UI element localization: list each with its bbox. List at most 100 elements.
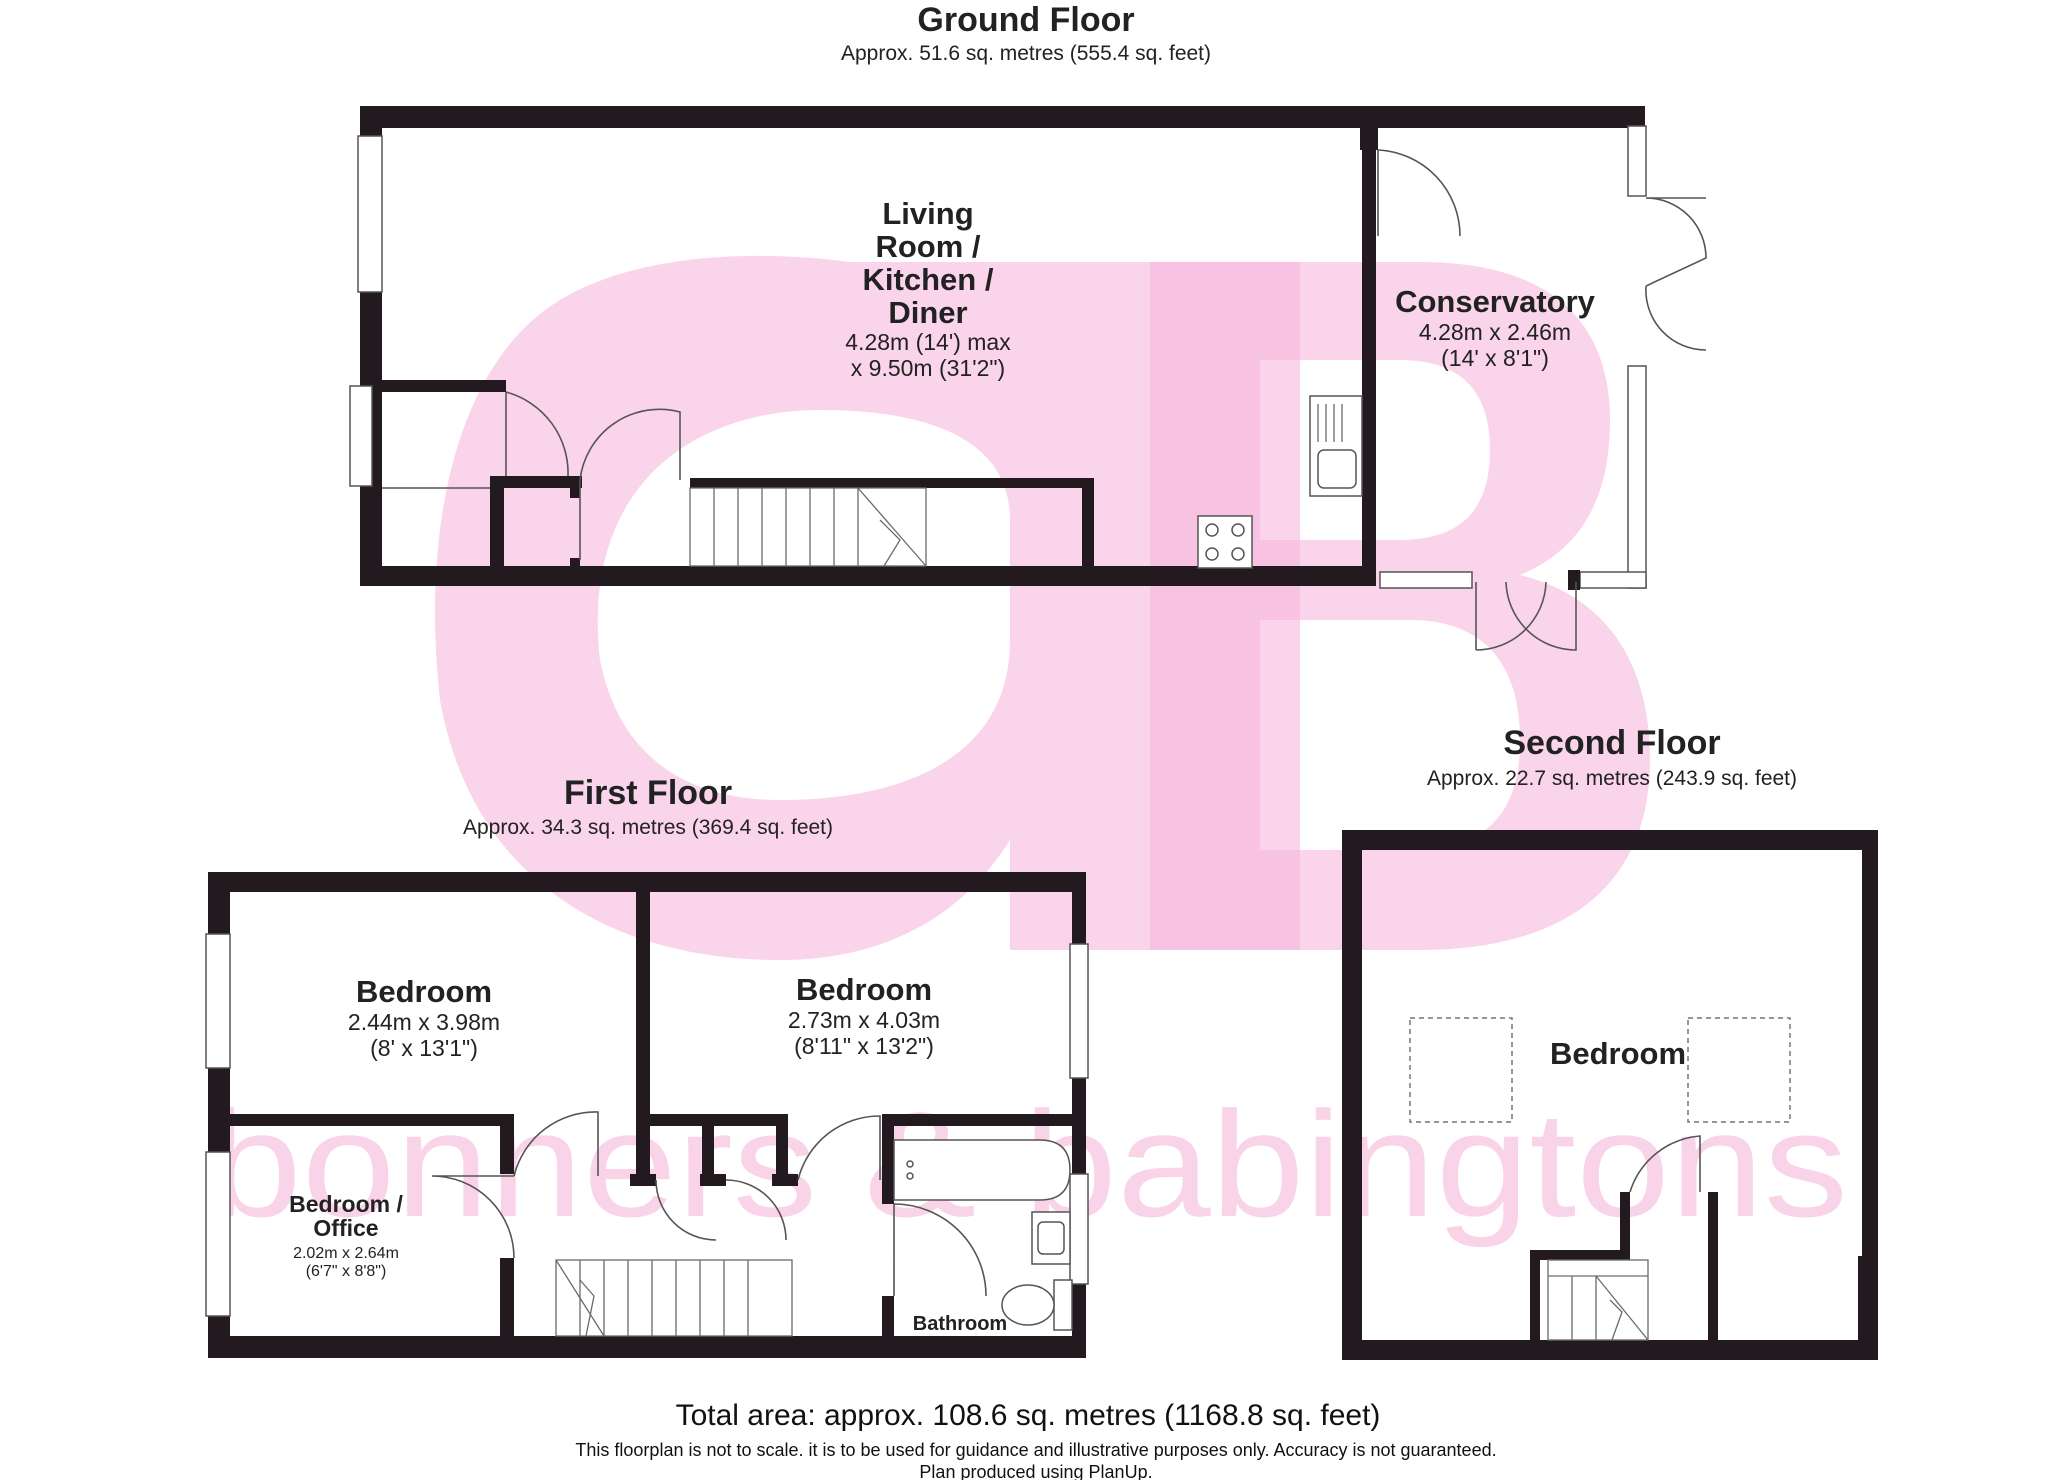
living-room-dimensions: x 9.50m (31'2") <box>851 355 1005 381</box>
wall <box>230 1114 514 1126</box>
bedroom-left-dimensions: (8' x 13'1") <box>370 1035 478 1061</box>
second-floor-title: Second Floor <box>1503 724 1720 762</box>
wall <box>1082 478 1094 576</box>
living-room-dimensions: 4.28m (14') max <box>845 329 1011 355</box>
wall <box>1362 128 1376 586</box>
plan-credit: Plan produced using PlanUp. <box>919 1462 1152 1480</box>
wall <box>500 1114 514 1174</box>
ground-floor-title: Ground Floor <box>917 1 1134 39</box>
living-room-name-line: Living <box>882 196 973 231</box>
wall <box>1858 1256 1878 1360</box>
window <box>1627 365 1647 589</box>
window <box>1069 1173 1089 1285</box>
wall <box>1342 1256 1362 1360</box>
living-room-name-line: Room / <box>875 229 980 264</box>
wall <box>1342 830 1878 850</box>
door-swing <box>893 1203 987 1297</box>
door-swing <box>1629 1135 1701 1193</box>
wall <box>882 1296 894 1338</box>
first-floor-area: Approx. 34.3 sq. metres (369.4 sq. feet) <box>463 816 833 839</box>
window <box>1379 571 1473 589</box>
toilet <box>1001 1279 1073 1331</box>
door-swing <box>579 408 681 560</box>
wall <box>208 1336 1084 1358</box>
living-room-name-line: Kitchen / <box>863 262 994 297</box>
door-swing <box>505 391 569 477</box>
wall <box>208 872 1084 892</box>
wall <box>776 1126 788 1184</box>
first-staircase <box>555 1259 793 1337</box>
door-swing <box>725 1179 787 1241</box>
wall <box>570 558 580 570</box>
wall <box>360 106 1645 128</box>
watermark-letter-a <box>435 255 1300 960</box>
bath <box>893 1139 1071 1201</box>
bedroom-right-name: Bedroom <box>796 972 932 1007</box>
conservatory-dimensions: 4.28m x 2.46m <box>1419 319 1571 345</box>
wall <box>882 1114 894 1204</box>
window <box>357 135 383 293</box>
second-bedroom-name: Bedroom <box>1550 1036 1686 1071</box>
door-swing <box>1475 581 1547 651</box>
second-floor-plan <box>1342 830 1878 1360</box>
conservatory-name: Conservatory <box>1395 284 1596 319</box>
bedroom-right-dimensions: 2.73m x 4.03m <box>788 1007 940 1033</box>
conservatory-dimensions: (14' x 8'1") <box>1441 345 1549 371</box>
window <box>1579 571 1647 589</box>
wall <box>570 488 580 498</box>
wall <box>382 380 506 392</box>
door-swing <box>1377 149 1461 237</box>
window <box>1069 943 1089 1079</box>
window <box>205 933 231 1069</box>
wall <box>636 892 650 1184</box>
wall <box>650 1114 788 1126</box>
first-floor-title: First Floor <box>564 774 732 812</box>
disclaimer: This floorplan is not to scale. it is to… <box>575 1440 1496 1460</box>
wall <box>1862 830 1878 1360</box>
basin <box>1031 1211 1071 1265</box>
wall <box>772 1174 798 1186</box>
wall <box>1530 1250 1630 1260</box>
wall <box>1342 1340 1878 1360</box>
hob <box>1197 515 1253 569</box>
door-swing <box>1505 581 1577 651</box>
sink <box>1309 395 1363 497</box>
wall <box>690 478 1092 488</box>
wall <box>360 566 1370 586</box>
first-floor-plan <box>205 872 1089 1358</box>
wall <box>882 1114 1072 1126</box>
wall <box>630 1174 656 1186</box>
window <box>205 1151 231 1317</box>
french-doors <box>1645 197 1707 351</box>
watermark-letter-b <box>1150 262 1650 950</box>
door-swing <box>513 1111 599 1177</box>
wall <box>702 1126 714 1184</box>
ground-floor-plan <box>349 106 1707 651</box>
ground-floor-area: Approx. 51.6 sq. metres (555.4 sq. feet) <box>841 42 1211 65</box>
total-area: Total area: approx. 108.6 sq. metres (11… <box>676 1399 1381 1432</box>
office-name-line: Office <box>313 1215 378 1241</box>
watermark-logo: bonners & babingtons <box>208 255 1848 1248</box>
door-swing <box>655 1179 717 1241</box>
wall <box>1530 1250 1540 1340</box>
bathroom-name: Bathroom <box>913 1313 1007 1335</box>
window <box>349 385 373 487</box>
wall <box>490 476 582 488</box>
wall <box>1620 1192 1630 1260</box>
wall <box>500 1258 514 1338</box>
wall <box>1568 570 1580 590</box>
wall <box>1708 1192 1718 1340</box>
wall <box>1342 830 1362 1360</box>
window <box>1627 125 1647 197</box>
ground-staircase <box>689 487 927 567</box>
skylight <box>1409 1017 1513 1123</box>
second-floor-area: Approx. 22.7 sq. metres (243.9 sq. feet) <box>1427 767 1797 790</box>
wall <box>700 1174 726 1186</box>
office-dimensions: (6'7" x 8'8") <box>306 1263 387 1280</box>
bedroom-left-name: Bedroom <box>356 974 492 1009</box>
living-room-name-line: Diner <box>888 295 967 330</box>
bedroom-right-dimensions: (8'11" x 13'2") <box>794 1033 934 1059</box>
second-staircase <box>1547 1259 1649 1341</box>
door-swing <box>797 1115 881 1181</box>
